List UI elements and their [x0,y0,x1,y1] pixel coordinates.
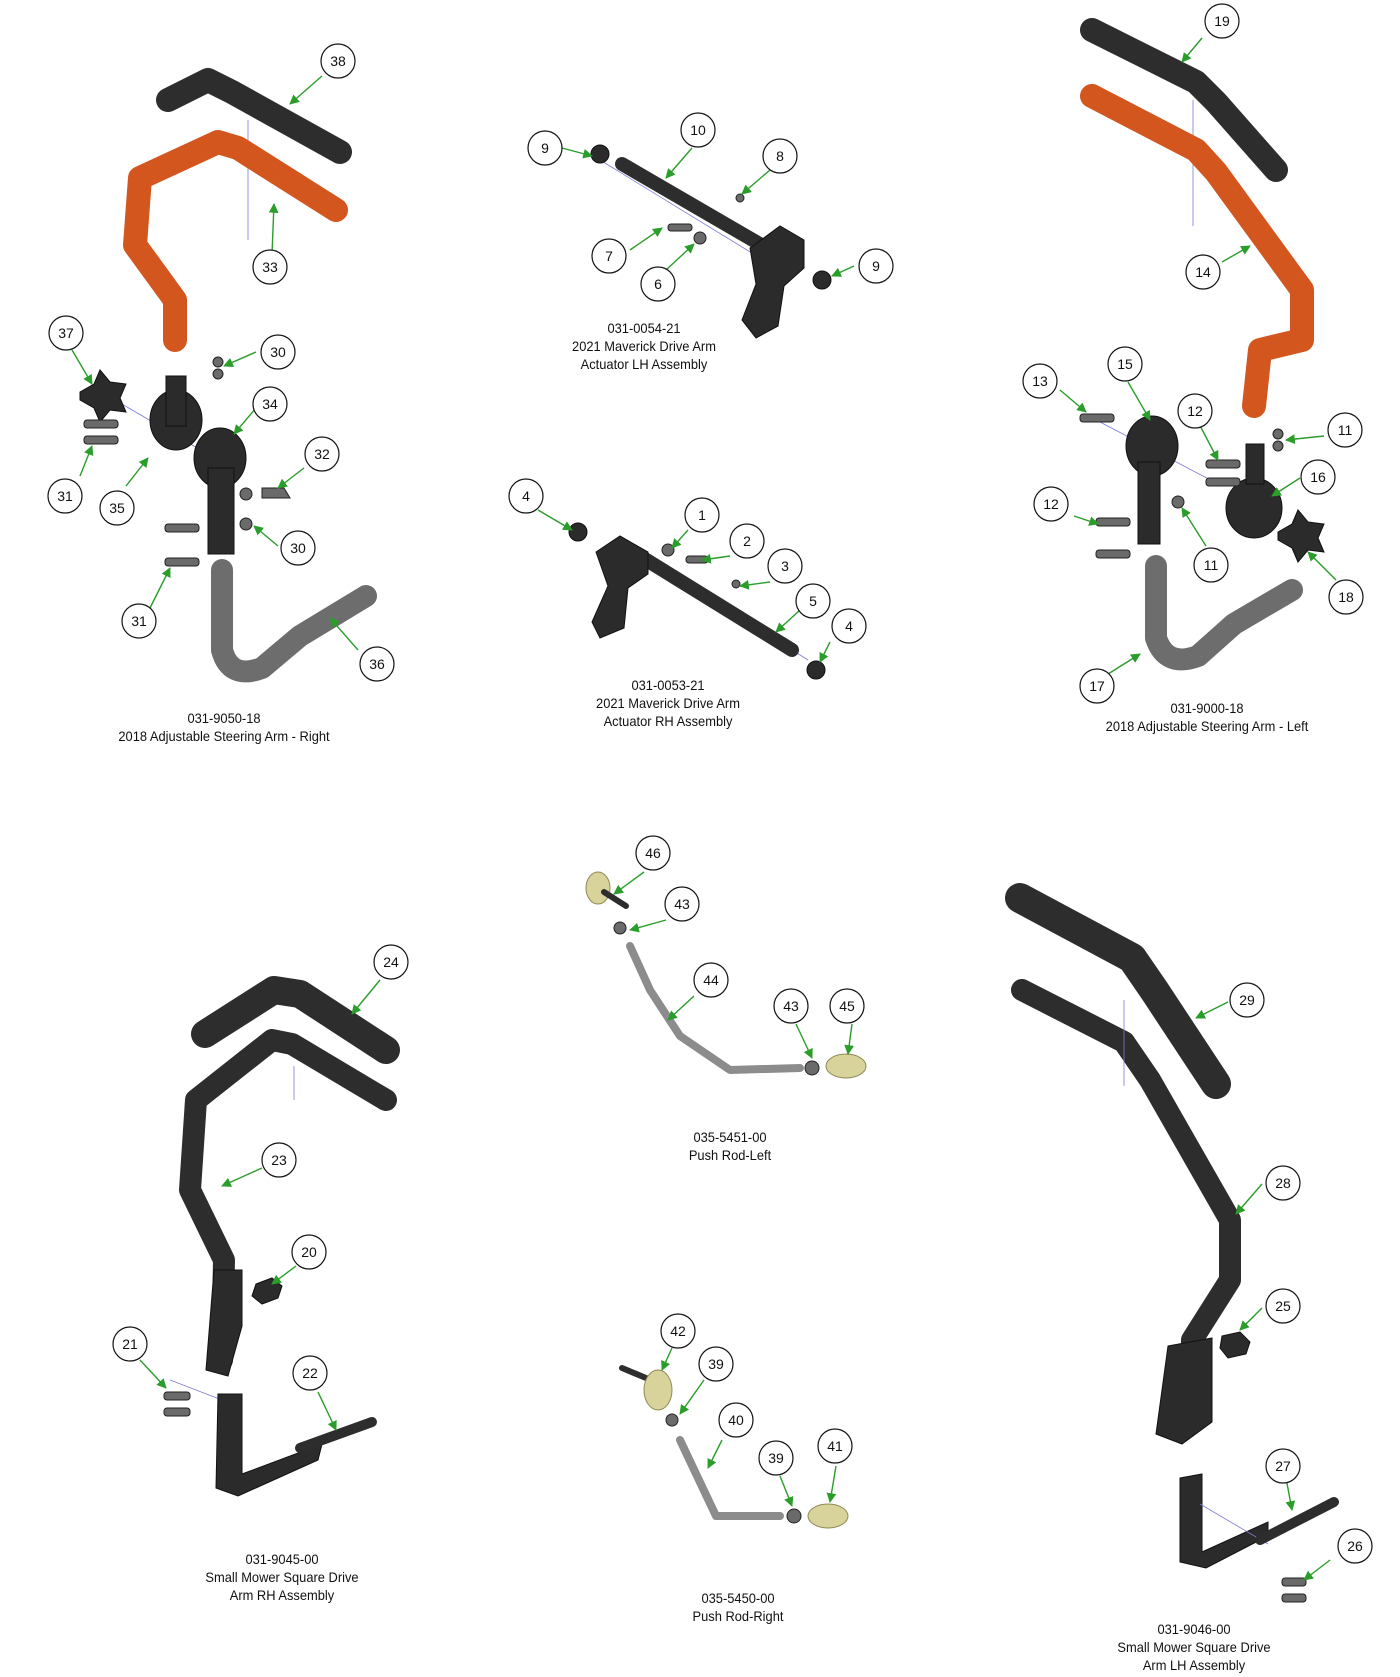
assembly-square-drive-rh-drawing [163,976,400,1497]
callout-number: 26 [1347,1538,1363,1554]
callout-number: 31 [131,613,147,629]
part-description: Small Mower Square Drive [1117,1639,1271,1655]
callout-number: 41 [827,1438,843,1454]
callout-number: 43 [674,896,690,912]
part-number: 035-5451-00 [693,1129,767,1145]
callout-number: 39 [708,1356,724,1372]
callout-number: 27 [1275,1458,1291,1474]
part-description: Arm LH Assembly [1142,1657,1246,1673]
callout-number: 14 [1195,264,1211,280]
assembly-steering-arm-left-drawing [1079,18,1325,671]
part-number: 031-0054-21 [607,320,681,336]
callout-number: 39 [768,1450,784,1466]
callout-number: 17 [1089,678,1105,694]
callout-number: 43 [783,998,799,1014]
callout-number: 12 [1187,403,1203,419]
callout-number: 4 [522,488,530,504]
callout-number: 12 [1043,496,1059,512]
part-description: Push Rod-Right [692,1608,784,1624]
callout-number: 29 [1239,992,1255,1008]
callout-number: 23 [271,1152,287,1168]
callout-number: 5 [809,593,817,609]
callout-number: 3 [781,558,789,574]
callout-number: 34 [262,396,278,412]
part-number: 035-5450-00 [701,1590,775,1606]
callout-number: 20 [301,1244,317,1260]
callout-number: 13 [1032,373,1048,389]
part-description: Push Rod-Left [688,1147,772,1163]
part-number: 031-9000-18 [1170,700,1244,716]
callout-number: 30 [270,344,286,360]
leader-lines [71,37,1337,1581]
callout-number: 8 [776,148,784,164]
callout-number: 1 [698,507,706,523]
callout-number: 45 [839,998,855,1014]
callout-number: 9 [872,258,880,274]
assembly-label-actuator-rh: 031-0053-21 2021 Maverick Drive Arm Actu… [521,676,815,730]
callout-number: 16 [1310,469,1326,485]
part-description: 2018 Adjustable Steering Arm - Left [1105,718,1309,734]
callout-number: 36 [369,656,385,672]
part-description: Small Mower Square Drive [205,1569,359,1585]
assembly-label-actuator-lh: 031-0054-21 2021 Maverick Drive Arm Actu… [497,319,791,373]
callout-number: 33 [262,259,278,275]
callout-number: 25 [1275,1298,1291,1314]
callout-number: 46 [645,845,661,861]
part-description: Actuator RH Assembly [603,713,733,729]
callout-number: 10 [690,122,706,138]
part-description: Arm RH Assembly [229,1587,335,1603]
assembly-push-rod-right-drawing [619,1365,849,1529]
callout-number: 11 [1204,557,1219,573]
assembly-label-push-rod-right: 035-5450-00 Push Rod-Right [591,1589,885,1625]
assembly-actuator-lh-drawing [590,144,832,339]
callout-number: 21 [122,1336,138,1352]
assembly-label-square-drive-lh: 031-9046-00 Small Mower Square Drive Arm… [1047,1620,1341,1674]
callout-bubbles: 38 33 37 30 34 32 31 35 30 31 36 9 10 8 … [47,3,1373,1564]
callout-number: 35 [109,500,125,516]
part-number: 031-9045-00 [245,1551,319,1567]
part-description: 2021 Maverick Drive Arm [572,338,716,354]
callout-number: 6 [654,276,662,292]
part-description: 2018 Adjustable Steering Arm - Right [118,728,330,744]
assembly-label-steering-arm-right: 031-9050-18 2018 Adjustable Steering Arm… [77,709,371,745]
part-number: 031-9046-00 [1157,1621,1231,1637]
part-description: Actuator LH Assembly [580,356,708,372]
callout-number: 40 [728,1412,744,1428]
callout-number: 2 [743,533,751,549]
assembly-square-drive-lh-drawing [1005,883,1339,1603]
callout-number: 19 [1214,13,1230,29]
callout-number: 32 [314,446,330,462]
callout-number: 30 [290,540,306,556]
assembly-label-steering-arm-left: 031-9000-18 2018 Adjustable Steering Arm… [1060,699,1354,735]
callout-number: 24 [383,954,399,970]
callout-number: 37 [58,325,74,341]
callout-number: 31 [57,488,73,504]
assembly-steering-arm-right-drawing [79,68,377,683]
assembly-label-push-rod-left: 035-5451-00 Push Rod-Left [583,1128,877,1164]
callout-number: 28 [1275,1175,1291,1191]
callout-number: 9 [541,140,549,156]
callout-number: 44 [703,972,719,988]
assembly-push-rod-left-drawing [585,871,867,1079]
part-description: 2021 Maverick Drive Arm [596,695,740,711]
assembly-actuator-rh-drawing [568,522,826,680]
part-number: 031-0053-21 [631,677,705,693]
assembly-label-square-drive-rh: 031-9045-00 Small Mower Square Drive Arm… [135,1550,429,1604]
callout-number: 18 [1338,589,1354,605]
callout-number: 4 [845,618,853,634]
callout-number: 15 [1117,356,1133,372]
callout-number: 38 [330,53,346,69]
callout-number: 42 [670,1323,686,1339]
callout-number: 11 [1338,422,1353,438]
callout-number: 22 [302,1365,318,1381]
callout-number: 7 [605,248,613,264]
part-number: 031-9050-18 [187,710,261,726]
